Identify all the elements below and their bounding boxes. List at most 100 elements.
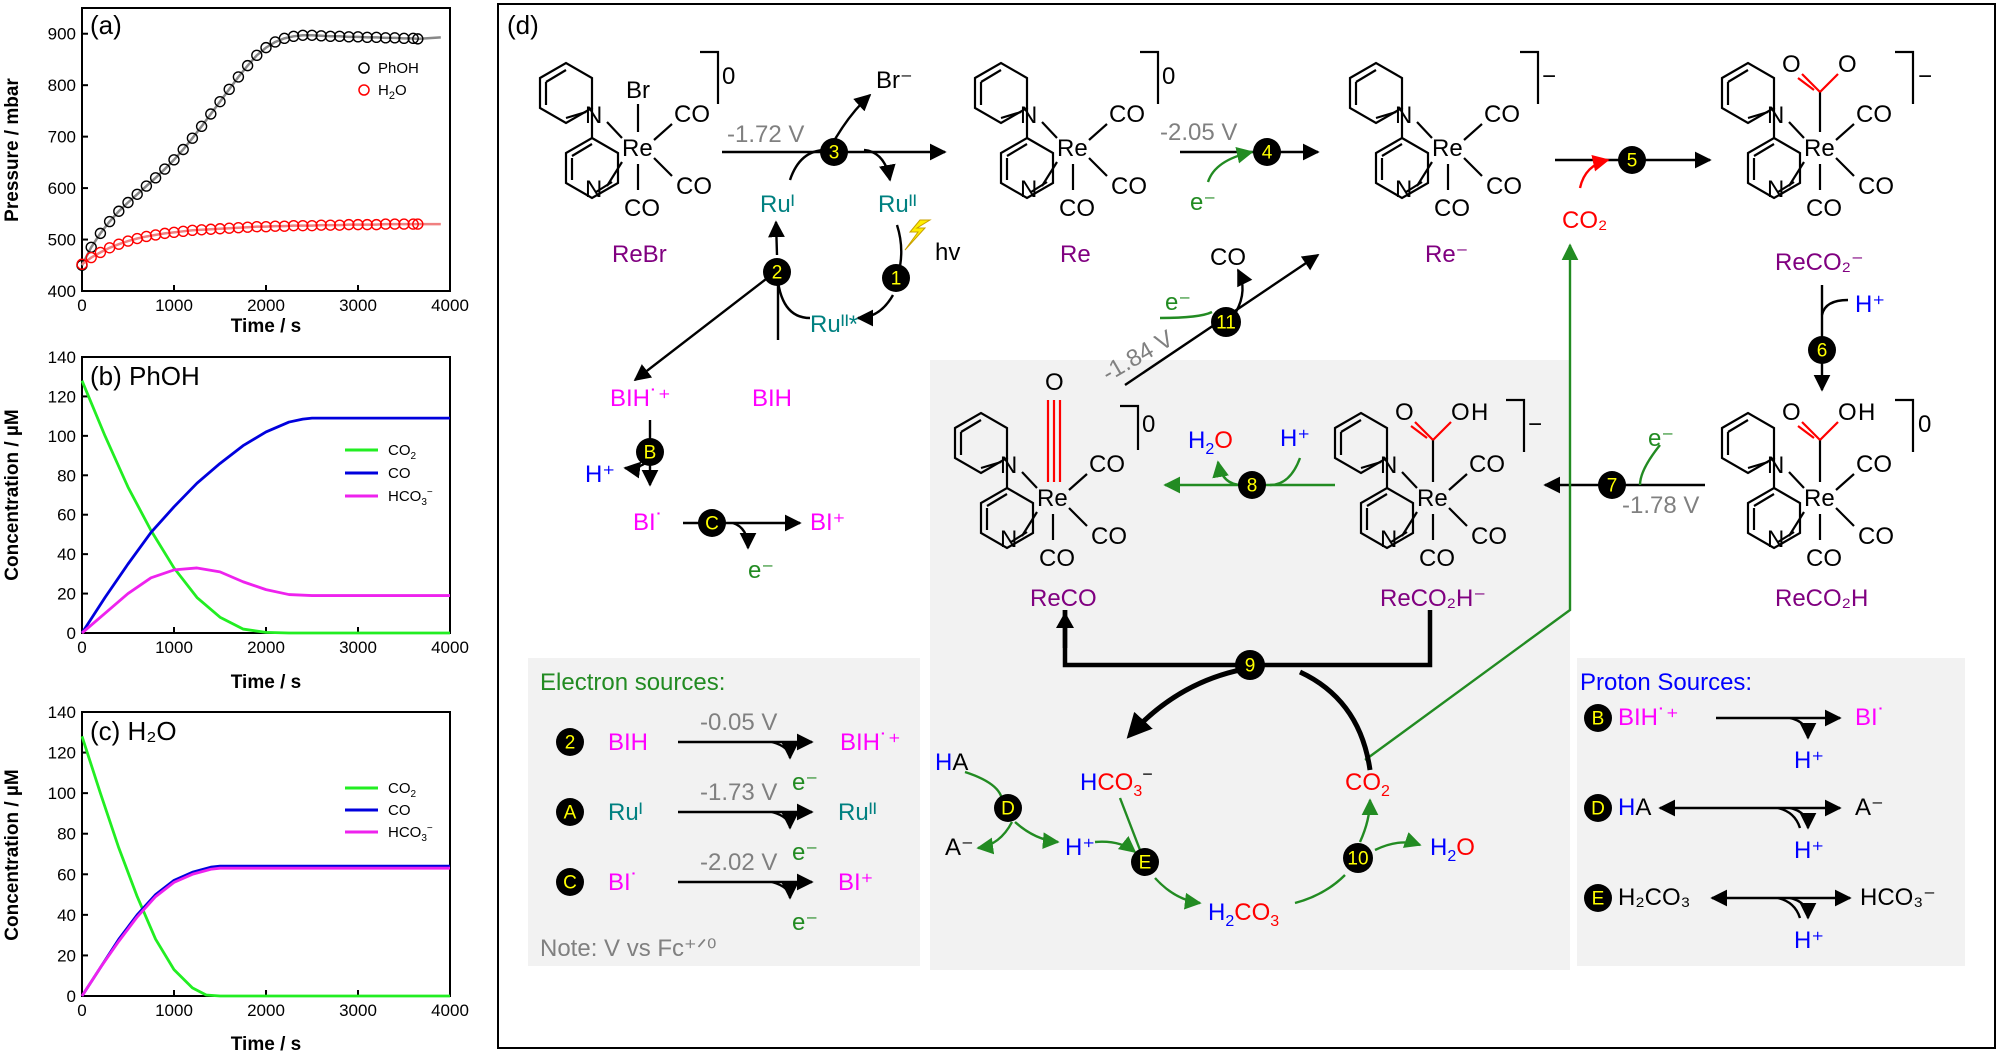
arrow-to-ru-star: [856, 294, 895, 327]
y-tick-label: 80: [57, 825, 76, 844]
reco2hm-n2: N: [1380, 526, 1397, 553]
data-point-h2o: [195, 224, 208, 236]
data-point-h2o: [333, 219, 346, 231]
badge-2: 2: [763, 258, 791, 286]
chart-b-panel-label: (b) PhOH: [90, 361, 200, 391]
potential-step7: -1.78 V: [1622, 492, 1699, 519]
legend-phoh-label: PhOH: [378, 60, 419, 77]
arrow-to-ru-i: [768, 220, 785, 256]
data-point-phoh: [412, 33, 424, 45]
proton-row-bih-branch: [1789, 716, 1817, 740]
rebr-co1: CO: [674, 101, 710, 128]
chart-c-ylabel: Concentration / µM: [2, 769, 23, 940]
badge-11-label: 11: [1216, 313, 1236, 334]
arrow-c-electron: [732, 521, 757, 550]
data-point-h2o: [297, 219, 309, 232]
arrow-h2co3-to-10: [1294, 874, 1346, 905]
proton-row-h2co3: H₂CO₃ H⁺ HCO₃⁻: [1618, 884, 1936, 954]
badge-5: 5: [1618, 146, 1646, 174]
data-point-phoh: [251, 49, 263, 62]
arrow-co2-recycle: [1364, 243, 1579, 761]
arrow-co2-binding: [1578, 155, 1610, 189]
data-point-phoh: [131, 188, 143, 200]
badge-d-box-label: D: [1591, 799, 1605, 820]
x-tick-label: 2000: [247, 296, 285, 315]
reco2m-co2: CO: [1858, 173, 1894, 200]
reco2h-n1: N: [1767, 452, 1784, 479]
arrow-step6-proton: [1820, 298, 1849, 316]
x-tick-label: 0: [77, 638, 86, 657]
badge-3: 3: [820, 138, 848, 166]
y-tick-label: 40: [57, 545, 76, 564]
molecule-rebr: N N Re Br CO CO CO 0 ReBr: [538, 50, 735, 268]
molecule-reco2-minus: N N Re O O CO CO CO − ReCO₂⁻: [1720, 50, 1932, 276]
label-re-minus: Re⁻: [1425, 241, 1468, 268]
data-point-phoh: [223, 83, 235, 95]
data-point-phoh: [370, 31, 383, 44]
badge-d-box: D: [1584, 794, 1612, 822]
x-tick-label: 3000: [339, 296, 377, 315]
lightning-icon: [904, 219, 932, 251]
rebr-co3: CO: [624, 195, 660, 222]
reco2h-co1: CO: [1856, 451, 1892, 478]
data-point-h2o: [232, 222, 245, 234]
co-released: CO: [1210, 244, 1246, 271]
h2o-cycle: H2O: [1430, 834, 1475, 865]
data-point-h2o: [315, 219, 327, 231]
x-tick-label: 1000: [155, 638, 193, 657]
electron-row-ru-potential: -1.73 V: [700, 779, 777, 806]
reco-n2: N: [1000, 526, 1017, 553]
re-co1: CO: [1109, 101, 1145, 128]
reco-co3: CO: [1039, 545, 1075, 572]
ru-ii: Ruᴵᴵ: [878, 191, 917, 218]
electron-row-bih: BIH -0.05 V e⁻ BIH˙⁺: [608, 709, 901, 796]
electron-row-bih-left: BIH: [608, 729, 648, 756]
chart-b-ylabel: Concentration / µM: [2, 409, 23, 580]
rebr-n2: N: [585, 176, 602, 203]
reco2m-co1: CO: [1856, 101, 1892, 128]
proton-row-ha-branch: [1789, 806, 1817, 830]
proton-row-ha: HA H⁺ A⁻: [1618, 794, 1884, 864]
reco-charge: 0: [1142, 411, 1155, 438]
y-tick-label: 700: [48, 128, 76, 147]
reco2hm-h: H: [1471, 399, 1488, 426]
data-point-phoh: [159, 163, 171, 175]
x-tick-label: 0: [77, 1001, 86, 1020]
badge-d-cycle-label: D: [1001, 799, 1015, 820]
rem-co3: CO: [1434, 195, 1470, 222]
data-point-phoh: [333, 30, 346, 42]
data-point-h2o: [407, 218, 419, 230]
data-point-phoh: [168, 154, 180, 166]
data-point-h2o: [324, 219, 337, 231]
y-tick-label: 600: [48, 179, 76, 198]
potential-step3: -1.72 V: [727, 121, 804, 148]
data-point-h2o: [205, 223, 217, 235]
data-point-phoh: [205, 108, 217, 120]
data-point-phoh: [379, 32, 392, 44]
reco2m-re: Re: [1804, 135, 1835, 162]
x-tick-label: 2000: [247, 638, 285, 657]
note-reference: Note: V vs Fc⁺ᐟ⁰: [540, 935, 716, 962]
data-point-h2o: [223, 222, 235, 234]
arrow-step11-electron: [1159, 310, 1213, 320]
chart-a-marks: [76, 29, 441, 271]
badge-2-label: 2: [772, 263, 783, 284]
data-point-phoh: [398, 32, 410, 45]
panel-d-label: (d): [507, 10, 539, 40]
h-plus-cycle: H⁺: [1065, 834, 1095, 861]
badge-2-box-label: 2: [565, 733, 576, 754]
y-tick-label: 100: [48, 427, 76, 446]
x-tick-label: 0: [77, 296, 86, 315]
x-tick-label: 3000: [339, 638, 377, 657]
reco2h-h: H: [1858, 399, 1875, 426]
y-tick-label: 100: [48, 784, 76, 803]
reco2hm-re: Re: [1417, 485, 1448, 512]
y-tick-label: 400: [48, 282, 76, 301]
badge-2-box: 2: [556, 728, 584, 756]
rem-n2: N: [1395, 176, 1412, 203]
panel-d-frame: [497, 3, 1996, 1049]
re-n2: N: [1020, 176, 1037, 203]
